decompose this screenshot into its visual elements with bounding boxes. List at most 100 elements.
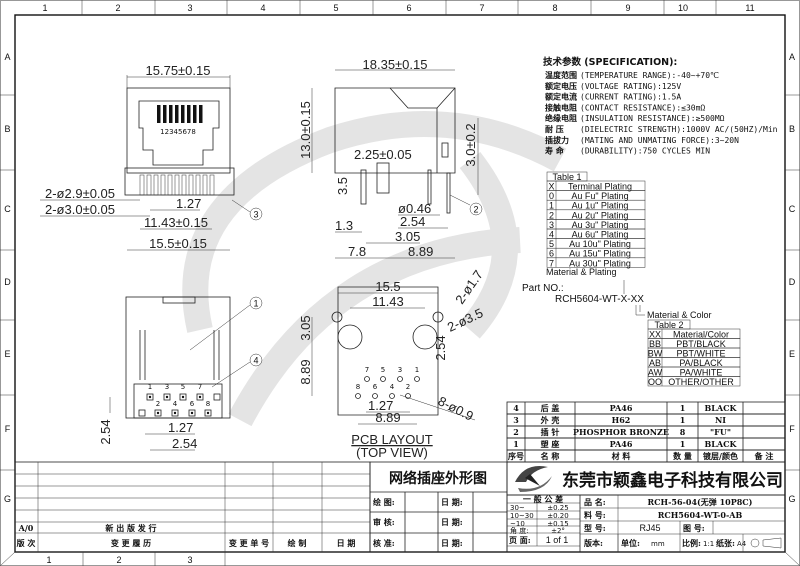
table1-cell: Au 10u" Plating (569, 239, 631, 249)
pcb-dim-pin-hole: 8-ø0.9 (436, 393, 476, 423)
title-block-label: 绘 图: (373, 497, 395, 507)
drawing-title: 网络插座外形图 (389, 470, 487, 486)
dim-post-dia: 2.25±0.05 (354, 147, 412, 162)
grid-row-label: C (789, 204, 796, 214)
version-label: 版本: (583, 538, 603, 548)
spec-value: (CURRENT RATING):1.5A (580, 93, 681, 102)
revision-header: 版 次 (16, 538, 36, 548)
pin-dot (156, 411, 160, 415)
grid-row-label: E (4, 349, 10, 359)
terminal-fin (153, 174, 159, 196)
pin-pad (213, 393, 221, 401)
part-no-value: RCH5604-WT-X-XX (555, 294, 644, 305)
pin-pad (154, 409, 162, 417)
dim-pin-len: 3.0±0.2 (463, 123, 478, 166)
scale-value: 1:1 (703, 540, 714, 548)
grid-column-label: 9 (625, 3, 630, 13)
bom-cell: 插 针 (541, 427, 560, 437)
grid-row-label: G (788, 494, 795, 504)
paper-value: A4 (737, 540, 747, 548)
spec-value: (DIELECTRIC STRENGTH):1000V AC/(50HZ)/Mi… (580, 125, 778, 134)
grid-column-label: 4 (260, 3, 265, 13)
spec-label: 温度范围 (545, 70, 577, 80)
pcb-pin-hole (414, 376, 420, 382)
dim-pitch: 1.27 (168, 420, 193, 435)
bottom-strip-label: 2 (116, 555, 121, 565)
pin-dot (173, 411, 177, 415)
pin-label: 6 (190, 400, 195, 408)
tolerance-range: 10~30 (510, 512, 534, 520)
pcb-pin-hole (380, 376, 386, 382)
terminal-fin (202, 174, 208, 196)
terminal-fin (146, 174, 152, 196)
table2-cell: PA/WHITE (680, 367, 723, 377)
grid-row-label: A (4, 52, 10, 62)
pcb-pin-label: 3 (398, 366, 402, 374)
bom-cell: 塑 座 (541, 439, 560, 449)
pcb-dim-width: 15.5 (375, 279, 400, 294)
dim-height: 13.0±0.15 (298, 101, 313, 159)
spec-label: 接触电阻 (545, 102, 577, 112)
tolerance-value: ±0.25 (547, 504, 568, 512)
contact-blade (175, 105, 179, 123)
balloon-4 (249, 353, 263, 367)
bom-cell: 1 (680, 403, 686, 413)
balloon-3-label: 3 (253, 210, 258, 220)
table1-row (546, 257, 646, 268)
contact-blade (181, 105, 185, 123)
grid-column-label: 8 (552, 3, 557, 13)
bottom-strip-label: 3 (187, 555, 192, 565)
tolerance-range: 角 度: (510, 526, 529, 535)
material-no: RCH5604-WT-0-AB (658, 510, 743, 520)
table1-cell: 7 (549, 258, 554, 268)
spec-label: 插拔力 (545, 135, 569, 145)
table2-cell: OO (648, 377, 662, 387)
projection-symbol-icon (750, 538, 760, 548)
pcb-pin-hole (389, 393, 395, 399)
pin-pad (188, 409, 196, 417)
dim-hole2: 2-ø3.0±0.05 (45, 202, 115, 217)
pin-pad (146, 393, 154, 401)
spec-value: (DURABILITY):750 CYCLES MIN (580, 147, 710, 156)
contact-blade (193, 105, 197, 123)
dim-7-8: 7.8 (348, 244, 366, 259)
bom-header: 名 称 (541, 451, 560, 461)
grid-row-label: B (4, 124, 10, 134)
pcb-pin-hole (364, 376, 370, 382)
specification: 技术参数 (SPECIFICATION): 温度范围(TEMPERATURE R… (543, 56, 778, 156)
pin-dot (148, 395, 152, 399)
grid-column-label: 5 (333, 3, 338, 13)
table1-cell: 1 (549, 201, 554, 211)
terminal-fin (188, 174, 194, 196)
contact-blade (163, 105, 167, 123)
bom-cell: 8 (680, 427, 686, 437)
material-color-caption: Material & Color (647, 310, 712, 320)
bom-header: 材 料 (612, 451, 631, 461)
balloon-1 (249, 296, 263, 310)
table1-cell: 6 (549, 249, 554, 259)
grid-row-label: A (789, 52, 795, 62)
title-block-date-label: 日 期: (441, 517, 463, 527)
table1-cell: Terminal Plating (568, 182, 632, 192)
revision-desc: 新 出 版 发 行 (105, 523, 156, 533)
tolerance-value: ±0.20 (547, 512, 568, 520)
pcb-pin-hole (397, 376, 403, 382)
dim-2-54: 2.54 (400, 214, 425, 229)
revision-code: A/0 (18, 523, 34, 533)
bom-header: 数 量 (673, 451, 692, 461)
pin-pad (138, 409, 146, 417)
pin-label: 8 (206, 400, 210, 408)
pin-label: 2 (156, 400, 160, 408)
pin-label: 7 (198, 383, 202, 391)
grid-column-label: 1 (42, 3, 47, 13)
terminal-fin (160, 174, 166, 196)
bom-cell: PA46 (610, 403, 633, 413)
page-label: 页 面: (509, 535, 531, 545)
pin-pad (179, 393, 187, 401)
balloon-2-label: 2 (473, 205, 478, 215)
spec-title: 技术参数 (SPECIFICATION): (543, 56, 677, 68)
bom-cell: H62 (612, 415, 631, 425)
bom-cell: PA46 (610, 439, 633, 449)
